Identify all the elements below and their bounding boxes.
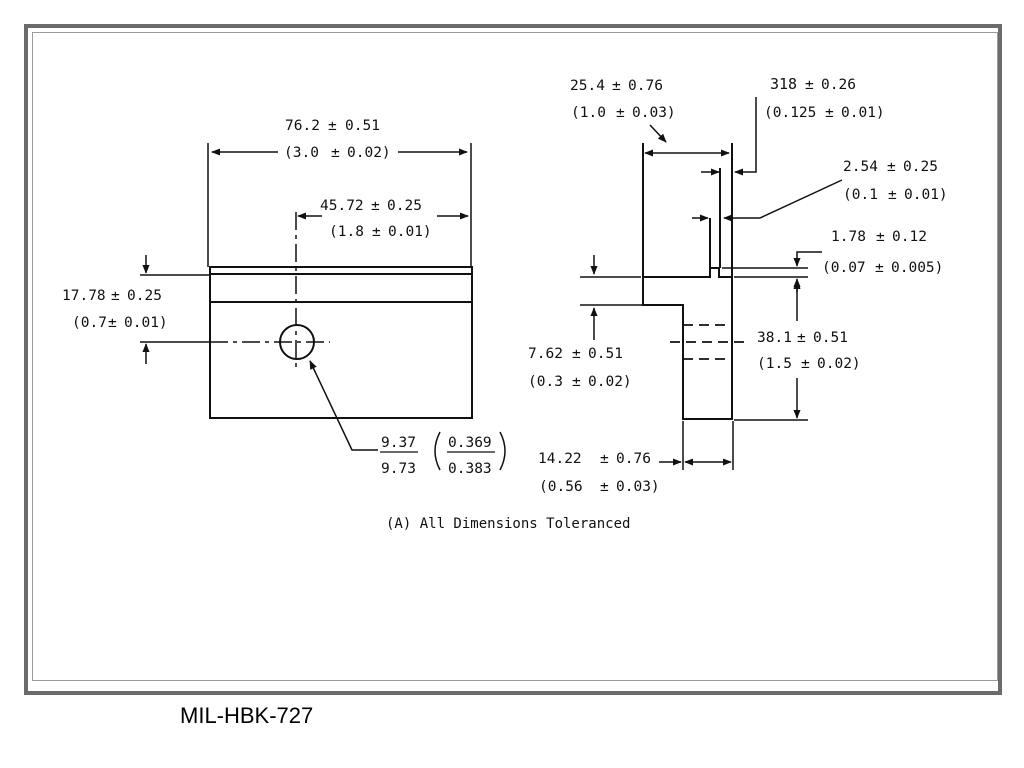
width-dim-nominal: 76.2 xyxy=(285,118,320,134)
plus-minus: ± xyxy=(331,145,340,161)
plus-minus: ± xyxy=(876,229,885,245)
hole-height-tol: 0.25 xyxy=(127,288,162,304)
hole-dia-imperial-upper: 0.369 xyxy=(448,435,492,451)
overall-width-imperial-pre: (1.0 xyxy=(571,105,606,121)
overall-width-imperial-tol: 0.03) xyxy=(632,105,676,121)
plus-minus: ± xyxy=(616,105,625,121)
leg-width-imperial-pre: (0.56 xyxy=(539,479,583,495)
wall-dim-leader xyxy=(734,97,757,176)
flange-thickness-dim-label: 7.62 ± 0.51 (0.3 ± 0.02) xyxy=(528,346,632,390)
plus-minus: ± xyxy=(875,260,884,276)
slot-width-imperial-pre: (0.1 xyxy=(843,187,878,203)
slot-depth-nominal: 1.78 xyxy=(831,229,866,245)
plus-minus: ± xyxy=(572,374,581,390)
hole-offset-imperial-pre: (1.8 xyxy=(329,224,364,240)
front-view: 76.2 ± 0.51 (3.0 ± 0.02) 45.72 ± 0.25 (1… xyxy=(62,118,506,477)
wall-dim-nominal: 318 xyxy=(770,75,797,93)
height-nominal: 38.1 xyxy=(757,330,792,346)
plus-minus: ± xyxy=(825,105,834,121)
slot-depth-imperial-pre: (0.07 xyxy=(822,260,866,276)
width-dim-tol: 0.51 xyxy=(345,118,380,134)
plus-minus: ± xyxy=(888,187,897,203)
hole-offset-imperial-tol: 0.01) xyxy=(388,224,432,240)
plus-minus: ± xyxy=(600,479,609,495)
hole-diameter-leader xyxy=(309,360,378,451)
wall-dim-label: 318 ± 0.26 (0.125 ± 0.01) xyxy=(764,75,885,121)
hole-dia-metric-upper: 9.37 xyxy=(381,435,416,451)
hole-diameter-label: 9.37 9.73 0.369 0.383 xyxy=(380,431,506,477)
overall-width-dim-label: 25.4 ± 0.76 (1.0 ± 0.03) xyxy=(570,78,676,121)
slot-width-imperial-tol: 0.01) xyxy=(904,187,948,203)
overall-width-nominal: 25.4 xyxy=(570,78,605,94)
hole-dia-metric-lower: 9.73 xyxy=(381,461,416,477)
overall-width-leader xyxy=(649,124,667,143)
width-dim-label: 76.2 ± 0.51 (3.0 ± 0.02) xyxy=(284,118,391,161)
plus-minus: ± xyxy=(801,356,810,372)
width-dim-imperial-pre: (3.0 xyxy=(284,145,319,161)
plus-minus: ± xyxy=(372,224,381,240)
slot-width-leader xyxy=(723,179,843,222)
paren-open xyxy=(434,431,441,471)
side-view-top-profile xyxy=(642,143,733,278)
width-dim-imperial-tol: 0.02) xyxy=(347,145,391,161)
source-label: MIL-HBK-727 xyxy=(180,703,314,728)
flange-thickness-nominal: 7.62 xyxy=(528,346,563,362)
slot-depth-tol: 0.12 xyxy=(892,229,927,245)
plus-minus: ± xyxy=(797,330,806,346)
slot-depth-imperial-tol: 0.005) xyxy=(891,260,943,276)
hole-height-imperial-pre: (0.7 xyxy=(72,315,107,331)
hole-height-nominal: 17.78 xyxy=(62,288,106,304)
plus-minus: ± xyxy=(328,118,337,134)
wall-dim-imperial-tol: 0.01) xyxy=(841,105,885,121)
paren-close xyxy=(499,431,506,471)
height-imperial-pre: (1.5 xyxy=(757,356,792,372)
plus-minus: ± xyxy=(572,346,581,362)
plus-minus: ± xyxy=(371,198,380,214)
plus-minus: ± xyxy=(600,451,609,467)
height-imperial-tol: 0.02) xyxy=(817,356,861,372)
slot-width-dim-label: 2.54 ± 0.25 (0.1 ± 0.01) xyxy=(843,159,948,203)
height-dim-label: 38.1 ± 0.51 (1.5 ± 0.02) xyxy=(757,330,861,372)
drawing-frame-outer xyxy=(24,24,1002,695)
flange-thickness-imperial-tol: 0.02) xyxy=(588,374,632,390)
plus-minus: ± xyxy=(108,315,117,331)
leg-width-nominal: 14.22 xyxy=(538,451,582,467)
hole-offset-nominal: 45.72 xyxy=(320,198,364,214)
height-tol: 0.51 xyxy=(813,330,848,346)
leg-width-dim-label: 14.22 ± 0.76 (0.56 ± 0.03) xyxy=(538,451,660,495)
flange-thickness-tol: 0.51 xyxy=(588,346,623,362)
side-view: 25.4 ± 0.76 (1.0 ± 0.03) 318 ± 0.26 (0.1… xyxy=(528,75,948,495)
plus-minus: ± xyxy=(887,159,896,175)
hole-offset-tol: 0.25 xyxy=(387,198,422,214)
overall-width-tol: 0.76 xyxy=(628,78,663,94)
hole-height-imperial-tol: 0.01) xyxy=(124,315,168,331)
slot-depth-arrow-top xyxy=(793,251,822,267)
side-view-leg-profile xyxy=(642,277,733,420)
leg-width-imperial-tol: 0.03) xyxy=(616,479,660,495)
plus-minus: ± xyxy=(111,288,120,304)
plus-minus: ± xyxy=(612,78,621,94)
drawing-frame-inner xyxy=(32,32,998,681)
flange-thickness-imperial-pre: (0.3 xyxy=(528,374,563,390)
hole-dia-imperial-lower: 0.383 xyxy=(448,461,492,477)
slot-depth-dim-label: 1.78 ± 0.12 (0.07 ± 0.005) xyxy=(822,229,943,276)
hole-offset-dim-label: 45.72 ± 0.25 (1.8 ± 0.01) xyxy=(320,198,432,240)
plus-minus: ± xyxy=(805,77,814,93)
wall-dim-imperial-pre: (0.125 xyxy=(764,105,816,121)
hole-height-dim-label: 17.78 ± 0.25 (0.7 ± 0.01) xyxy=(62,288,168,331)
slot-width-tol: 0.25 xyxy=(903,159,938,175)
slot-width-nominal: 2.54 xyxy=(843,159,878,175)
leg-width-tol: 0.76 xyxy=(616,451,651,467)
wall-dim-tol: 0.26 xyxy=(821,77,856,93)
figure-caption: (A) All Dimensions Toleranced xyxy=(386,516,630,532)
